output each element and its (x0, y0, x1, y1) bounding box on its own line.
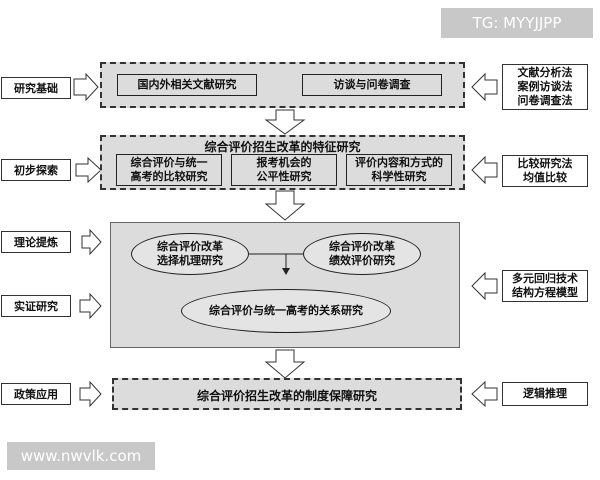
comparison-study-box: 综合评价与统一 高考的比较研究 (116, 154, 222, 186)
methods-theory: 多元回归技术 结构方程模型 (502, 270, 588, 302)
stage-basis-text: 研究基础 (14, 82, 58, 95)
arrow-policy-left (79, 380, 102, 408)
arrow-down-2 (264, 190, 306, 221)
method-multiple-regression: 多元回归技术 (512, 272, 578, 285)
fairness-study-box: 报考机会的 公平性研究 (231, 154, 337, 186)
interview-survey-text: 访谈与问卷调查 (333, 78, 411, 91)
literature-research-text: 国内外相关文献研究 (137, 78, 237, 91)
scientific-study-line2: 科学性研究 (371, 170, 427, 183)
explore-panel: 综合评价招生改革的特征研究 综合评价与统一 高考的比较研究 报考机会的 公平性研… (100, 135, 465, 190)
stage-label-theory: 理论提炼 (1, 231, 71, 253)
methods-basis: 文献分析法 案例访谈法 问卷调查法 (502, 64, 588, 110)
stage-theory-text: 理论提炼 (14, 236, 58, 249)
theory-connector (249, 253, 303, 275)
method-comparative: 比较研究法 (517, 157, 573, 170)
selection-mechanism-ellipse: 综合评价改革 选择机理研究 (131, 233, 249, 275)
arrow-empirical-left (79, 292, 102, 320)
stage-label-explore: 初步探索 (1, 159, 71, 181)
arrow-explore-left (75, 156, 102, 184)
performance-evaluation-line2: 绩效评价研究 (329, 254, 395, 267)
literature-research-box: 国内外相关文献研究 (117, 74, 257, 96)
methods-policy: 逻辑推理 (502, 382, 588, 406)
arrow-theory-left (81, 228, 102, 256)
methods-explore: 比较研究法 均值比较 (502, 155, 588, 187)
method-mean-comparison: 均值比较 (523, 171, 567, 184)
fairness-study-line2: 公平性研究 (256, 170, 312, 183)
comparison-study-line1: 综合评价与统一 (130, 156, 208, 169)
arrow-down-1 (264, 109, 306, 135)
interview-survey-box: 访谈与问卷调查 (302, 74, 442, 96)
policy-panel-title: 综合评价招生改革的制度保障研究 (196, 389, 377, 403)
basis-panel: 国内外相关文献研究 访谈与问卷调查 (100, 62, 465, 108)
arrow-policy-right (471, 380, 498, 408)
stage-policy-text: 政策应用 (14, 388, 58, 401)
theory-empirical-panel: 综合评价改革 选择机理研究 综合评价改革 绩效评价研究 综合评价与统一高考的关系… (110, 222, 460, 348)
watermark-top: TG: MYYJJPP (441, 8, 593, 38)
method-questionnaire: 问卷调查法 (517, 94, 573, 107)
performance-evaluation-ellipse: 综合评价改革 绩效评价研究 (303, 233, 421, 275)
method-sem: 结构方程模型 (512, 286, 578, 299)
selection-mechanism-line1: 综合评价改革 (157, 240, 223, 253)
watermark-bottom: www.nwvlk.com (7, 442, 155, 470)
policy-panel: 综合评价招生改革的制度保障研究 (112, 378, 462, 410)
method-logical-reasoning: 逻辑推理 (523, 387, 567, 400)
relationship-study-text: 综合评价与统一高考的关系研究 (209, 304, 363, 317)
stage-label-empirical: 实证研究 (1, 295, 71, 317)
fairness-study-line1: 报考机会的 (256, 156, 312, 169)
arrow-theory-right (471, 271, 498, 301)
method-case-interview: 案例访谈法 (517, 80, 573, 93)
method-literature-analysis: 文献分析法 (517, 66, 573, 79)
stage-label-policy: 政策应用 (1, 383, 71, 405)
stage-label-basis: 研究基础 (1, 77, 71, 99)
arrow-down-3 (264, 349, 306, 379)
performance-evaluation-line1: 综合评价改革 (329, 240, 395, 253)
selection-mechanism-line2: 选择机理研究 (157, 254, 223, 267)
arrow-basis-right (471, 72, 498, 102)
scientific-study-box: 评价内容和方式的 科学性研究 (346, 154, 452, 186)
arrow-basis-left (73, 72, 99, 102)
stage-explore-text: 初步探索 (14, 164, 58, 177)
scientific-study-line1: 评价内容和方式的 (355, 156, 443, 169)
arrow-explore-right (471, 155, 498, 185)
stage-empirical-text: 实证研究 (14, 300, 58, 313)
comparison-study-line2: 高考的比较研究 (130, 170, 208, 183)
explore-panel-title: 综合评价招生改革的特征研究 (204, 140, 361, 154)
relationship-study-ellipse: 综合评价与统一高考的关系研究 (181, 289, 391, 333)
